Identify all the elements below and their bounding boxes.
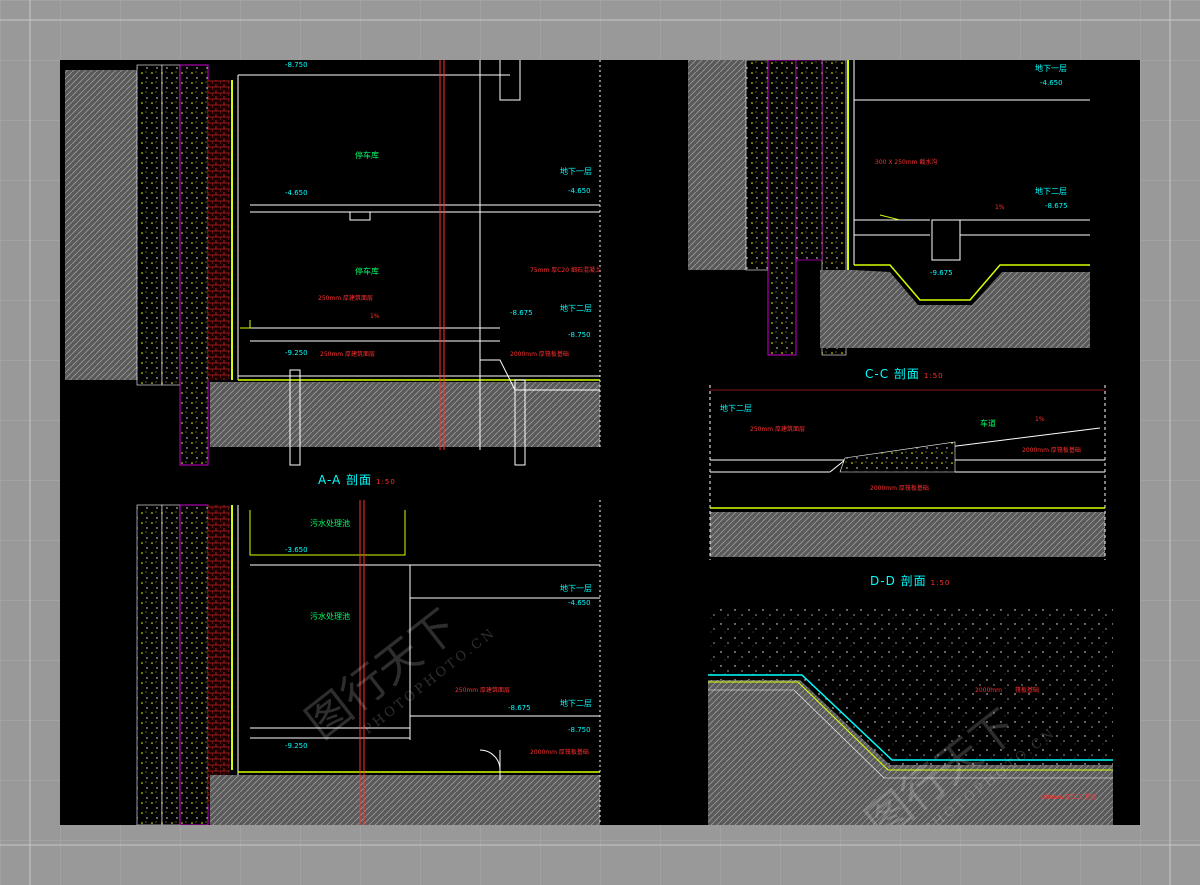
elevation-mark: -4.650 — [1040, 79, 1063, 87]
annotation: 2000mm — [975, 687, 1002, 694]
level-label: 地下一层 — [560, 584, 592, 593]
level-label: 地下二层 — [1035, 187, 1067, 196]
annotation: 1% — [370, 313, 380, 320]
annotation: 筏板基础 — [1015, 687, 1040, 694]
elevation-mark: -8.750 — [285, 61, 308, 69]
level-label: 地下二层 — [720, 404, 752, 413]
elevation-mark: -3.650 — [285, 546, 308, 554]
room-label: 停车库 — [355, 151, 379, 160]
section-dd-drawing — [708, 605, 1113, 825]
elevation-mark: -8.750 — [568, 331, 591, 339]
level-label: 地下一层 — [1035, 64, 1067, 73]
elevation-mark: -4.650 — [568, 187, 591, 195]
annotation: 250mm 厚建筑面层 — [318, 295, 374, 302]
section-aa-scale: 1:50 — [376, 478, 396, 486]
section-dd-scale: 1:50 — [930, 579, 951, 587]
level-label: 地下一层 — [560, 167, 592, 176]
annotation: 2000mm 厚筏板基础 — [1022, 447, 1081, 454]
elevation-mark: -8.675 — [510, 309, 533, 317]
room-label: 污水处理池 — [310, 519, 350, 528]
section-ramp-drawing — [709, 385, 1106, 560]
level-label: 地下二层 — [560, 304, 592, 313]
annotation: 1% — [995, 204, 1005, 211]
annotation: 2000mm 厚筏板基础 — [530, 749, 589, 756]
room-label: 停车库 — [355, 267, 379, 276]
room-label: 污水处理池 — [310, 612, 350, 621]
level-label: 地下二层 — [560, 699, 592, 708]
section-aa-lower-drawing — [136, 500, 601, 825]
elevation-mark: -4.650 — [568, 599, 591, 607]
room-label: 车道 — [980, 419, 996, 428]
elevation-mark: -8.750 — [568, 726, 591, 734]
section-cc-title-text: C-C 剖面 — [865, 367, 920, 381]
elevation-mark: -9.675 — [930, 269, 953, 277]
annotation: 250mm 厚建筑面层 — [320, 351, 376, 358]
section-cc-drawing — [688, 60, 1090, 356]
annotation: 1% — [1035, 416, 1045, 423]
annotation: 250mm 厚建筑面层 — [455, 687, 511, 694]
section-aa-title-text: A-A 剖面 — [318, 473, 373, 487]
elevation-mark: -8.675 — [508, 704, 531, 712]
elevation-mark: -8.675 — [1045, 202, 1068, 210]
annotation: 75mm 厚C20 细石混凝土 — [530, 267, 601, 274]
cad-linework — [65, 60, 1113, 825]
annotation: 2000mm 厚筏板基础 — [870, 485, 929, 492]
elevation-mark: -9.250 — [285, 742, 308, 750]
annotation: 2000mm 厚筏板基础 — [510, 351, 569, 358]
elevation-mark: -4.650 — [285, 189, 308, 197]
section-dd-title-text: D-D 剖面 — [870, 574, 927, 588]
section-aa-drawing — [65, 60, 601, 466]
elevation-mark: -9.250 — [285, 349, 308, 357]
section-cc-scale: 1:50 — [923, 372, 944, 380]
annotation: 250mm 厚建筑面层 — [750, 426, 806, 433]
annotation: 100mm 厚C15 垫层 — [1040, 794, 1097, 801]
annotation: 300 X 250mm 截水沟 — [875, 159, 938, 166]
